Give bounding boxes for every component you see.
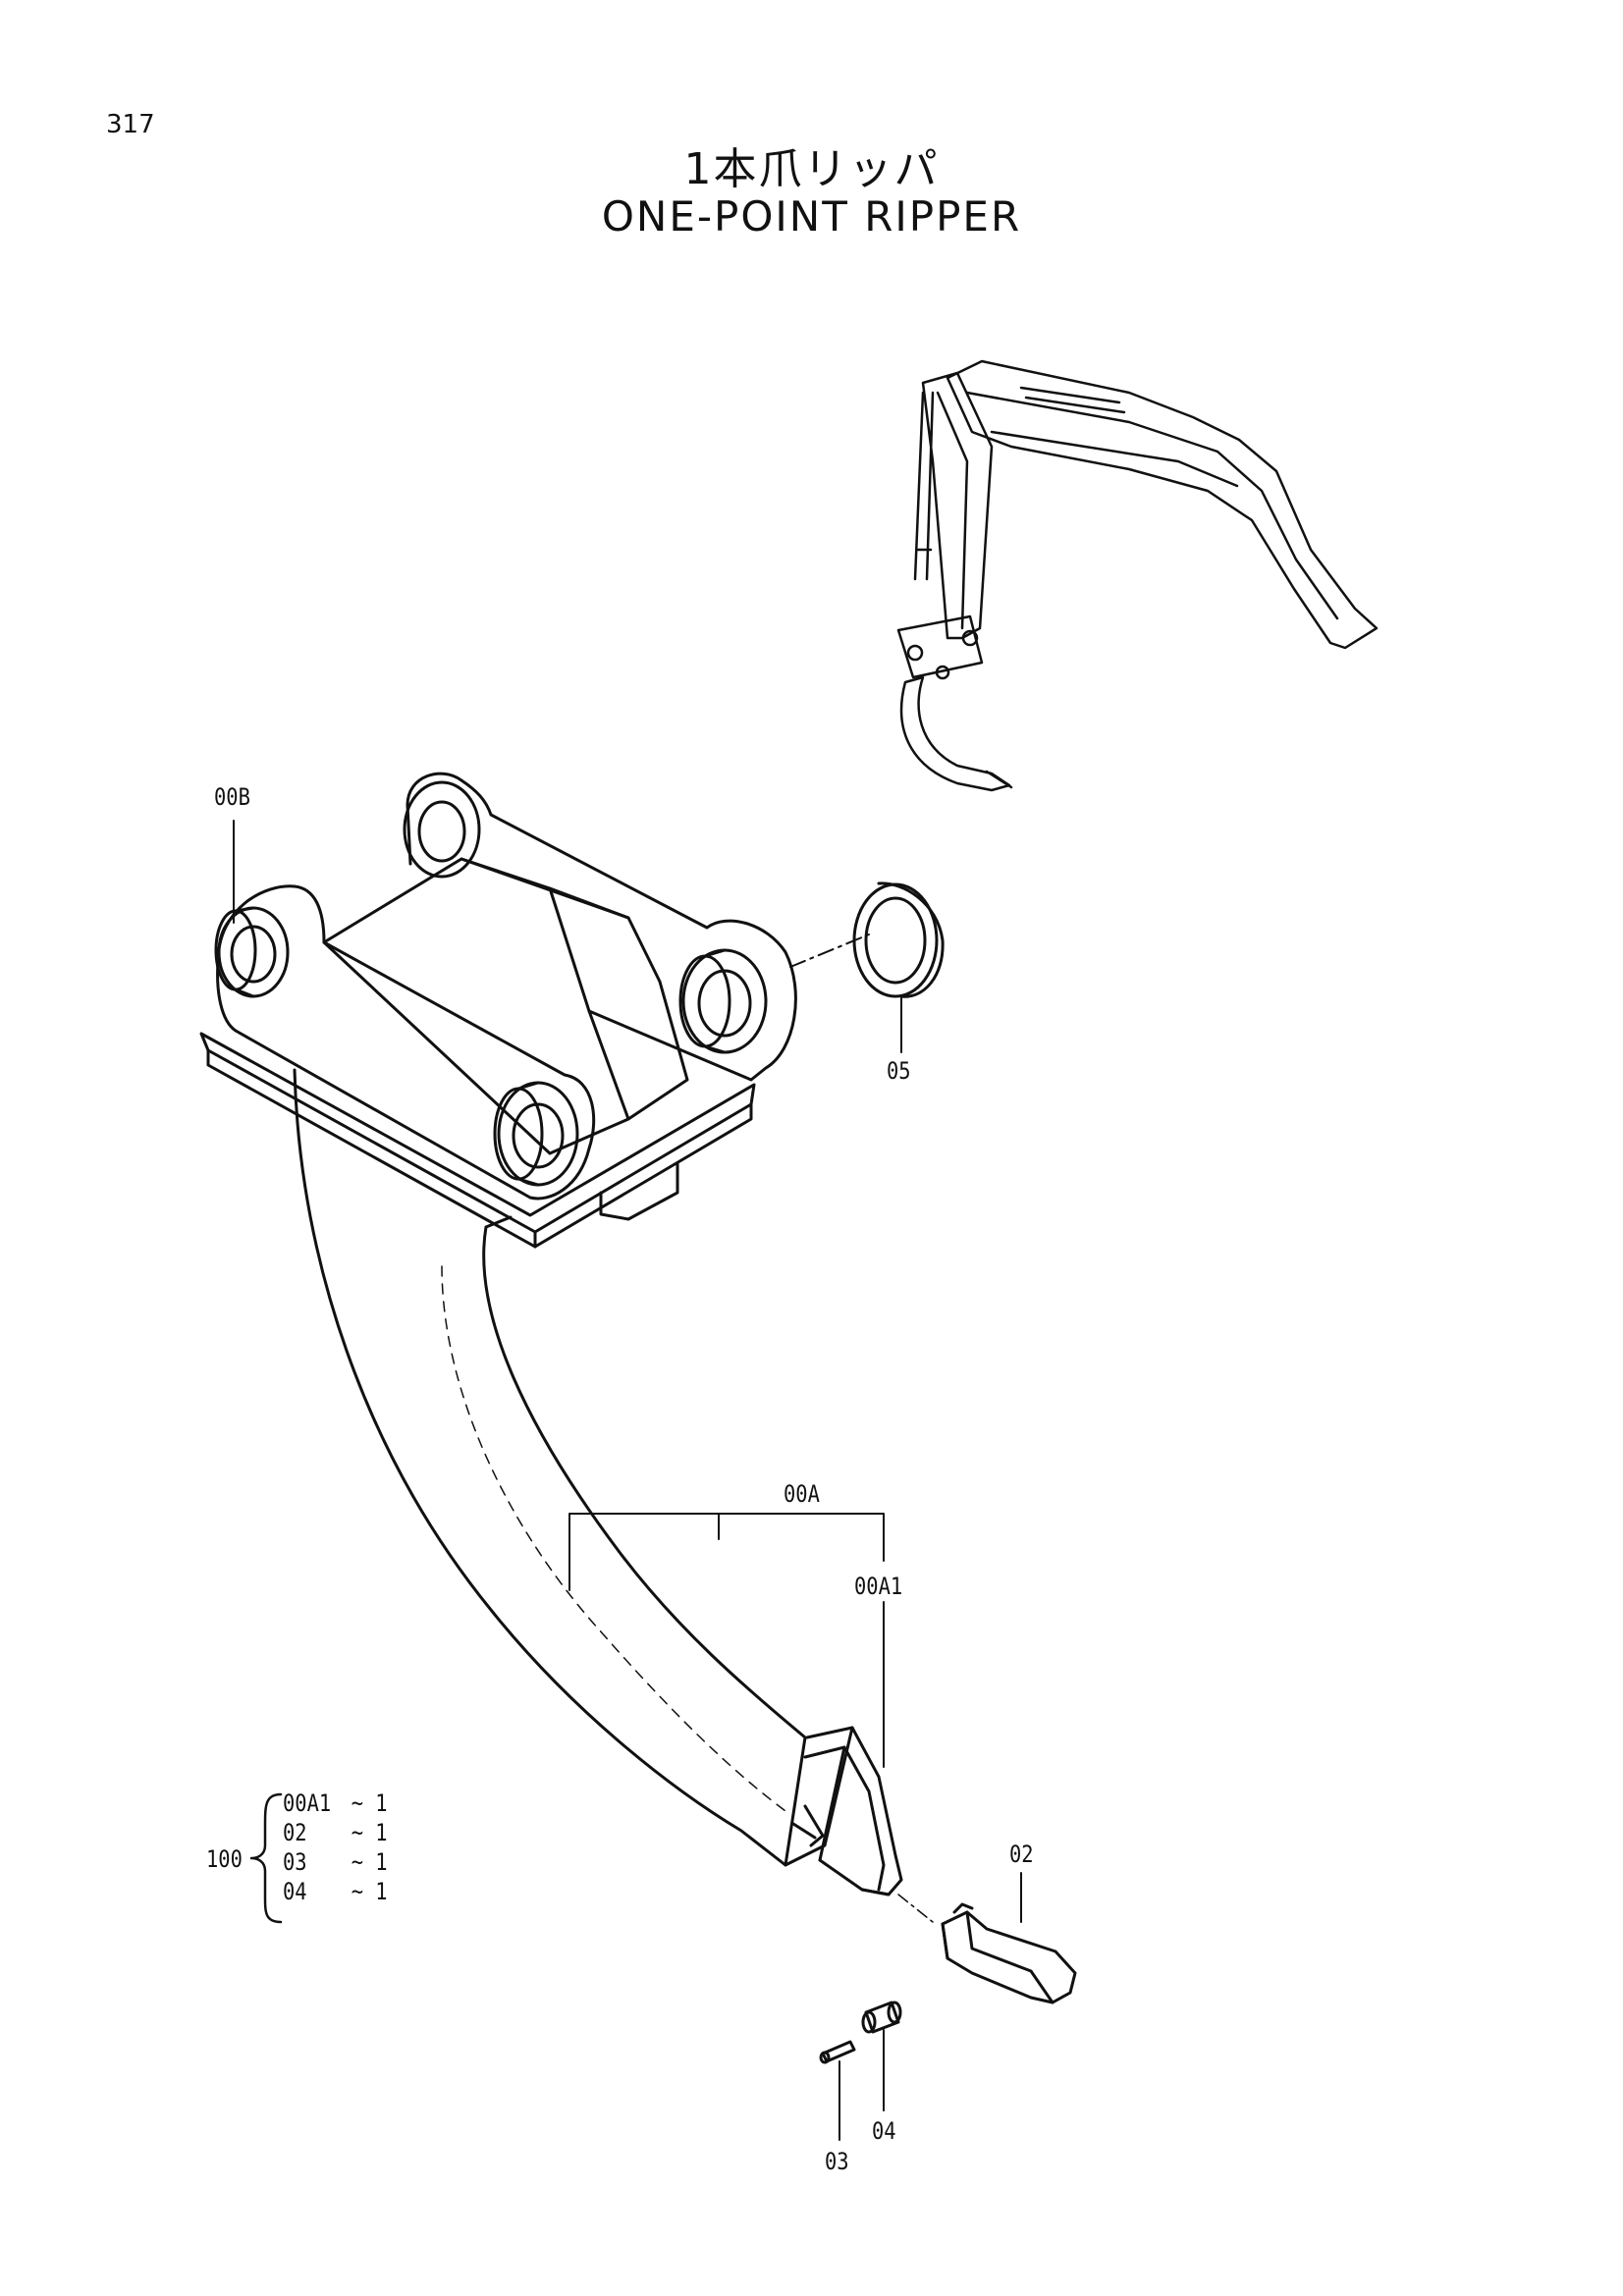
group-item-part: 03 — [283, 1848, 307, 1876]
group-item: 03 ~ 1 — [283, 1847, 388, 1877]
ripper-bracket-00B — [199, 772, 797, 1249]
group-item-qty: ~ 1 — [351, 1789, 388, 1817]
adapter-00A1 — [818, 1726, 903, 1896]
group-brace — [249, 1792, 283, 1924]
pin-03 — [819, 2040, 856, 2064]
lock-04 — [861, 2001, 902, 2034]
callout-00A1: 00A1 — [854, 1573, 903, 1600]
group-item-qty: ~ 1 — [351, 1819, 388, 1846]
group-item-part: 02 — [283, 1819, 307, 1846]
ripper-shank-00A — [293, 1068, 854, 1867]
callout-00A: 00A — [784, 1480, 820, 1508]
group-number: 100 — [206, 1845, 243, 1873]
leader-lines — [233, 820, 1022, 2141]
callout-04: 04 — [872, 2117, 896, 2145]
group-list: 00A1 ~ 1 02 ~ 1 03 ~ 1 04 ~ 1 — [283, 1789, 388, 1906]
leader-00A — [568, 1513, 885, 1591]
group-item-qty: ~ 1 — [351, 1848, 388, 1876]
group-item: 02 ~ 1 — [283, 1818, 388, 1847]
lock-ring-05 — [789, 881, 945, 998]
callout-02: 02 — [1009, 1841, 1034, 1868]
group-item-part: 00A1 — [283, 1789, 332, 1817]
page-number: 317 — [106, 110, 155, 139]
excavator-inset-illustration — [896, 359, 1379, 792]
callout-05: 05 — [887, 1057, 911, 1085]
group-item: 04 ~ 1 — [283, 1877, 388, 1906]
group-item-qty: ~ 1 — [351, 1878, 388, 1905]
tooth-02 — [941, 1902, 1077, 2004]
alignment-line — [897, 1894, 934, 1923]
callout-00B: 00B — [214, 783, 250, 811]
group-item: 00A1 ~ 1 — [283, 1789, 388, 1818]
group-item-part: 04 — [283, 1878, 307, 1905]
title-english: ONE-POINT RIPPER — [601, 192, 1022, 240]
callout-03: 03 — [825, 2148, 849, 2175]
title-japanese: 1本爪リッパ — [683, 144, 940, 194]
